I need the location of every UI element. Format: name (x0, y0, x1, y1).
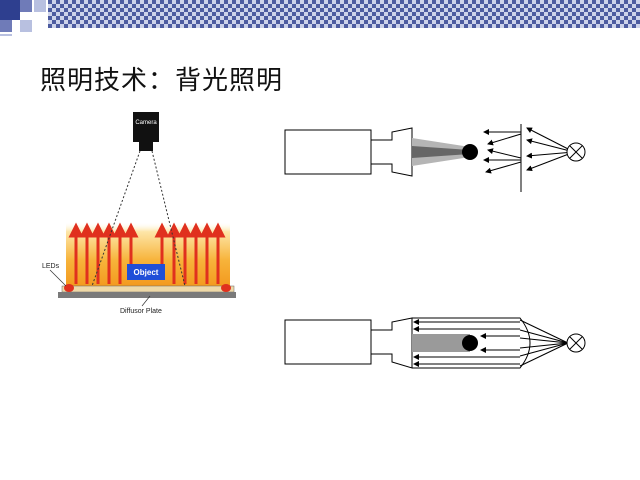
object-label: Object (134, 268, 159, 277)
led-left (64, 284, 74, 292)
lamp-icon-2 (566, 333, 586, 353)
lens-2 (370, 317, 413, 369)
led-right (221, 284, 231, 292)
parallel-rays (413, 319, 520, 367)
view-beam (412, 334, 470, 352)
scatter-rays (483, 127, 575, 174)
object-dot (462, 144, 478, 160)
field-of-view (91, 150, 186, 287)
diffuser-label: Diffusor Plate (120, 308, 162, 315)
object-dot-2 (462, 335, 478, 351)
collimator-housing (412, 317, 531, 369)
backlight-diffuse-diagram (284, 124, 586, 192)
camera-body-2 (284, 319, 372, 365)
object-box (127, 264, 165, 280)
camera-body (284, 129, 372, 175)
lamp-icon (566, 142, 586, 162)
backlight-setup-diagram: Camera Object (42, 112, 236, 315)
leds-label: LEDs (42, 263, 60, 270)
header-decoration (0, 0, 640, 36)
camera-label: Camera (135, 120, 157, 126)
lens (370, 127, 413, 177)
backlight-collimated-diagram (284, 317, 586, 369)
header-pattern (0, 0, 640, 36)
diffuser-plate (61, 285, 235, 293)
slide-title: 照明技术：背光照明 (40, 66, 284, 96)
base-plate (58, 292, 236, 298)
camera-icon: Camera (133, 112, 159, 151)
lamp-rays (519, 319, 569, 367)
